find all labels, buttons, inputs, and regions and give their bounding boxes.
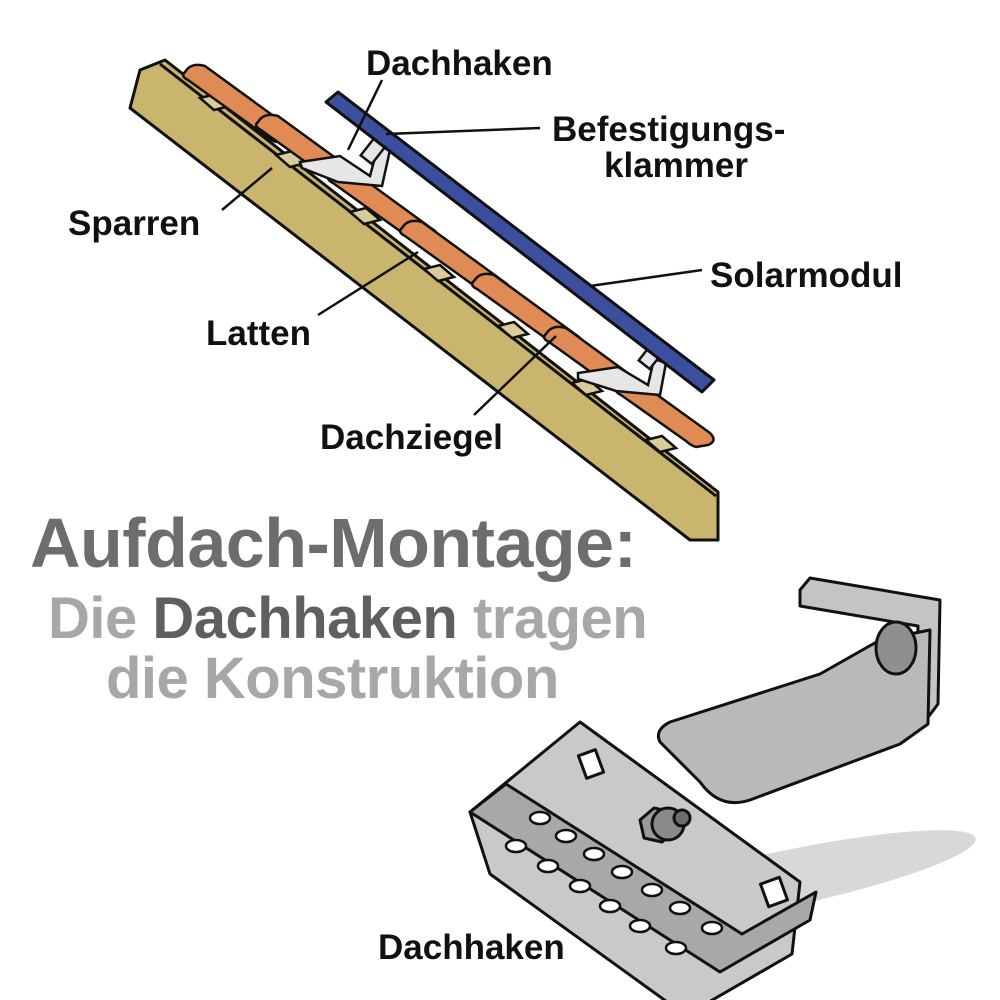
subtitle-line2: die Konstruktion bbox=[106, 646, 559, 711]
label-solarmodul: Solarmodul bbox=[710, 256, 903, 295]
subtitle-part1: Die bbox=[48, 586, 153, 651]
label-dachziegel: Dachziegel bbox=[320, 418, 503, 457]
label-befestigungsklammer-line2: klammer bbox=[604, 146, 748, 185]
label-dachhaken-bottom: Dachhaken bbox=[378, 928, 565, 967]
bolt-nut bbox=[638, 806, 692, 844]
subtitle-part2: tragen bbox=[457, 586, 648, 651]
label-dachhaken-top: Dachhaken bbox=[366, 44, 553, 83]
roof-tiles bbox=[181, 63, 715, 449]
label-sparren: Sparren bbox=[68, 204, 201, 243]
battens bbox=[197, 92, 679, 454]
subtitle-highlight: Dachhaken bbox=[152, 586, 458, 651]
label-latten: Latten bbox=[206, 314, 311, 353]
label-befestigungsklammer-line1: Befestigungs- bbox=[552, 110, 786, 149]
page-title: Aufdach-Montage: bbox=[30, 504, 637, 582]
roof-hook-detail bbox=[468, 576, 976, 1000]
leader-lines bbox=[221, 79, 703, 416]
solar-panel bbox=[324, 90, 716, 394]
subtitle-line1: Die Dachhaken tragen bbox=[48, 590, 648, 648]
